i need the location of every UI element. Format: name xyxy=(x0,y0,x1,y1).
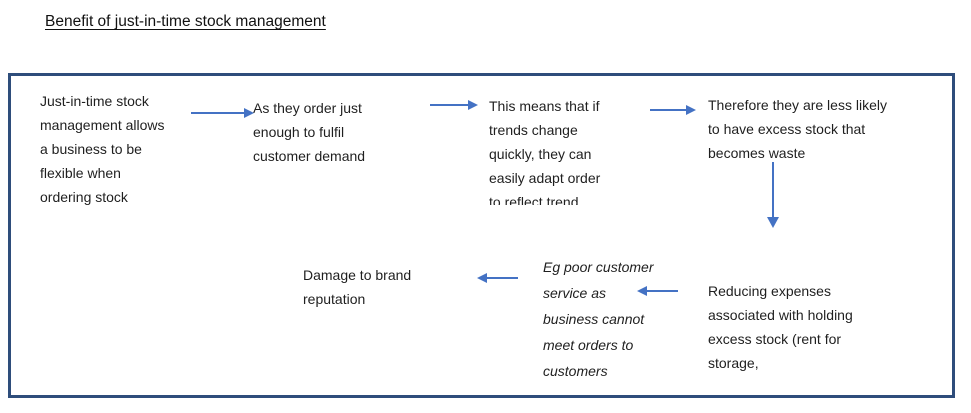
step-less-excess-stock: Therefore they are less likely to have e… xyxy=(708,97,887,161)
diagram-border-box xyxy=(8,73,955,398)
step-poor-customer-service: Eg poor customer service as business can… xyxy=(543,259,654,379)
step-reducing-expenses: Reducing expenses associated with holdin… xyxy=(708,283,853,371)
page-title: Benefit of just-in-time stock management xyxy=(45,13,326,30)
flow-arrow-down-icon xyxy=(767,162,779,228)
step-order-enough: As they order just enough to fulfil cust… xyxy=(253,100,366,164)
flow-arrow-right-1-icon xyxy=(191,107,254,119)
flow-arrow-left-2-icon xyxy=(477,272,518,284)
step-brand-damage: Damage to brand reputation xyxy=(303,267,412,307)
flow-arrow-right-2-icon xyxy=(430,99,478,111)
step-flexible-ordering: Just-in-time stock management allows a b… xyxy=(40,93,165,205)
flow-arrow-right-3-icon xyxy=(650,104,696,116)
step-adapt-to-trends: This means that if trends change quickly… xyxy=(489,98,601,205)
flow-arrow-left-1-icon xyxy=(637,285,678,297)
